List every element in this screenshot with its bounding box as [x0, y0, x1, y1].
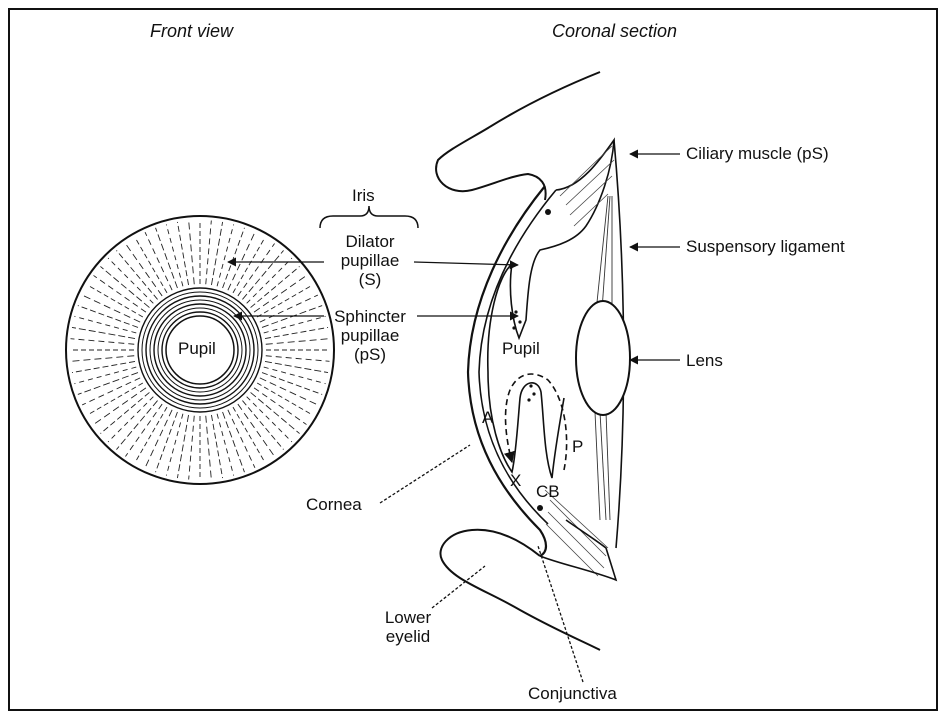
section-pupil-label: Pupil	[502, 339, 540, 358]
iris-label: Iris	[352, 186, 375, 205]
dilator-pupillae-label: Dilator pupillae (S)	[320, 232, 420, 289]
coronal-section	[436, 72, 630, 650]
front-view-heading: Front view	[150, 22, 233, 41]
ciliary-muscle-label: Ciliary muscle (pS)	[686, 144, 829, 163]
iris-brace	[320, 206, 418, 228]
lens-label: Lens	[686, 351, 723, 370]
lower-eyelid-label: Lower eyelid	[372, 608, 444, 646]
coronal-section-heading: Coronal section	[552, 22, 677, 41]
sphincter-pupillae-label: Sphincter pupillae (pS)	[316, 307, 424, 364]
lower-eyelid-outline	[440, 530, 600, 650]
posterior-chamber-label: P	[572, 437, 583, 456]
lens-shape	[576, 301, 630, 415]
ciliary-body-label: CB	[536, 482, 560, 501]
anterior-chamber-label: A	[482, 408, 493, 427]
front-pupil-label: Pupil	[178, 339, 216, 358]
x-mark: X	[510, 471, 521, 490]
suspensory-ligament-label: Suspensory ligament	[686, 237, 845, 256]
cornea-label: Cornea	[306, 495, 362, 514]
conjunctiva-label: Conjunctiva	[528, 684, 617, 703]
